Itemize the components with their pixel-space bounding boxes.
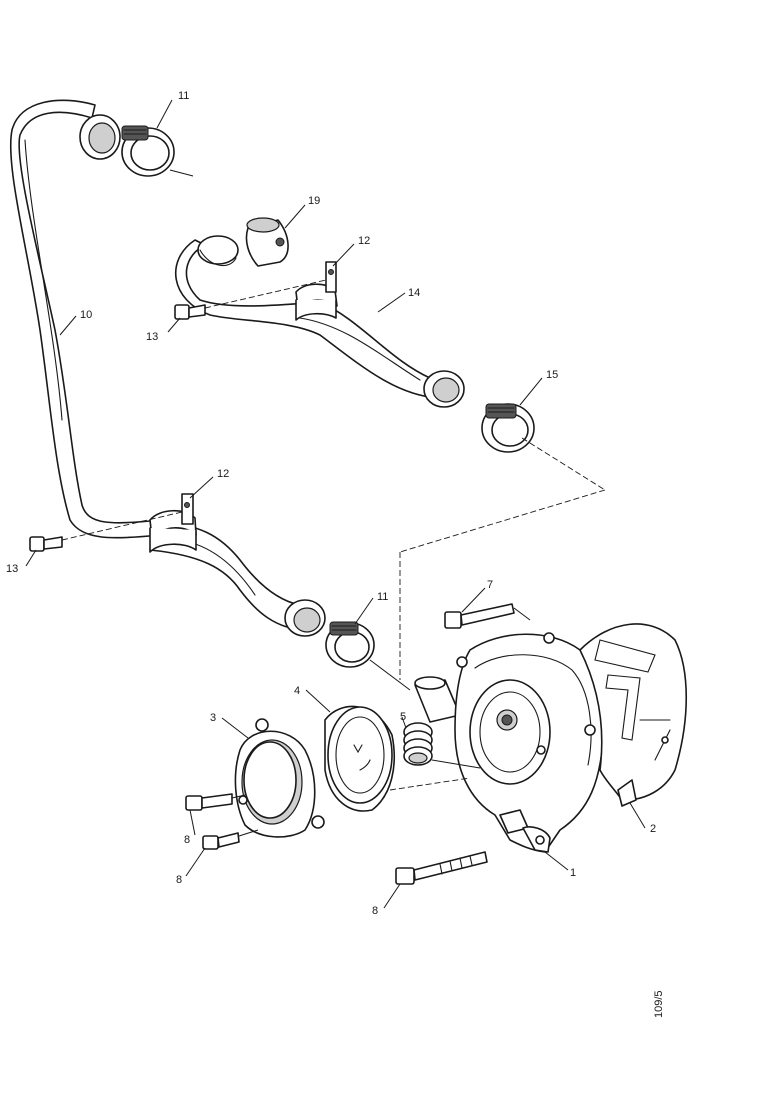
clamp-11-lower [325, 621, 411, 691]
lower-hose-end-sleeve [284, 599, 326, 637]
callout-labels: 11 19 12 14 13 10 15 12 13 11 7 4 3 5 8 … [6, 90, 656, 917]
hose-14-left-end [197, 235, 239, 267]
callout-8-cover-upper: 8 [184, 834, 190, 846]
bolt-13-lower [29, 511, 183, 552]
leader-lines [25, 99, 569, 909]
callout-4: 4 [294, 685, 300, 697]
callout-3: 3 [210, 712, 216, 724]
callout-5: 5 [400, 711, 406, 723]
callout-15: 15 [546, 369, 558, 381]
hose-14-right-end [423, 370, 465, 408]
bolt-13-upper [174, 279, 327, 320]
callout-12-upper: 12 [358, 235, 370, 247]
callout-1: 1 [570, 867, 576, 879]
callout-13-upper: 13 [146, 331, 158, 343]
cap-19 [245, 217, 289, 267]
callout-11-top: 11 [178, 90, 189, 102]
callout-13-lower: 13 [6, 563, 18, 575]
reference-code: 109/5 [653, 990, 665, 1018]
gasket-2 [579, 623, 688, 829]
bolt-8-cover-lower [202, 829, 259, 850]
diaphragm-4 [324, 705, 471, 812]
callout-8-cover-lower: 8 [176, 874, 182, 886]
callout-8-long: 8 [372, 905, 378, 917]
callout-11-lower: 11 [377, 591, 388, 603]
callout-14: 14 [408, 287, 420, 299]
callout-12-lower: 12 [217, 468, 229, 480]
bolt-8-long [395, 851, 488, 885]
callout-19: 19 [308, 195, 320, 207]
bracket-12-lower [149, 493, 197, 553]
spring-5 [403, 722, 481, 769]
clamp-15 [481, 403, 535, 453]
callout-2: 2 [650, 823, 656, 835]
clamp-11-top [121, 125, 194, 177]
pump-housing-1 [454, 632, 605, 853]
bolt-8-cover-upper [185, 793, 246, 811]
hose-10-end-sleeve [79, 114, 121, 160]
callout-10: 10 [80, 309, 92, 321]
pump-outlet-pipe [414, 676, 461, 723]
cover-3 [234, 718, 325, 838]
bolt-7 [444, 603, 531, 629]
callout-7: 7 [487, 579, 493, 591]
bracket-12-upper [295, 261, 338, 321]
